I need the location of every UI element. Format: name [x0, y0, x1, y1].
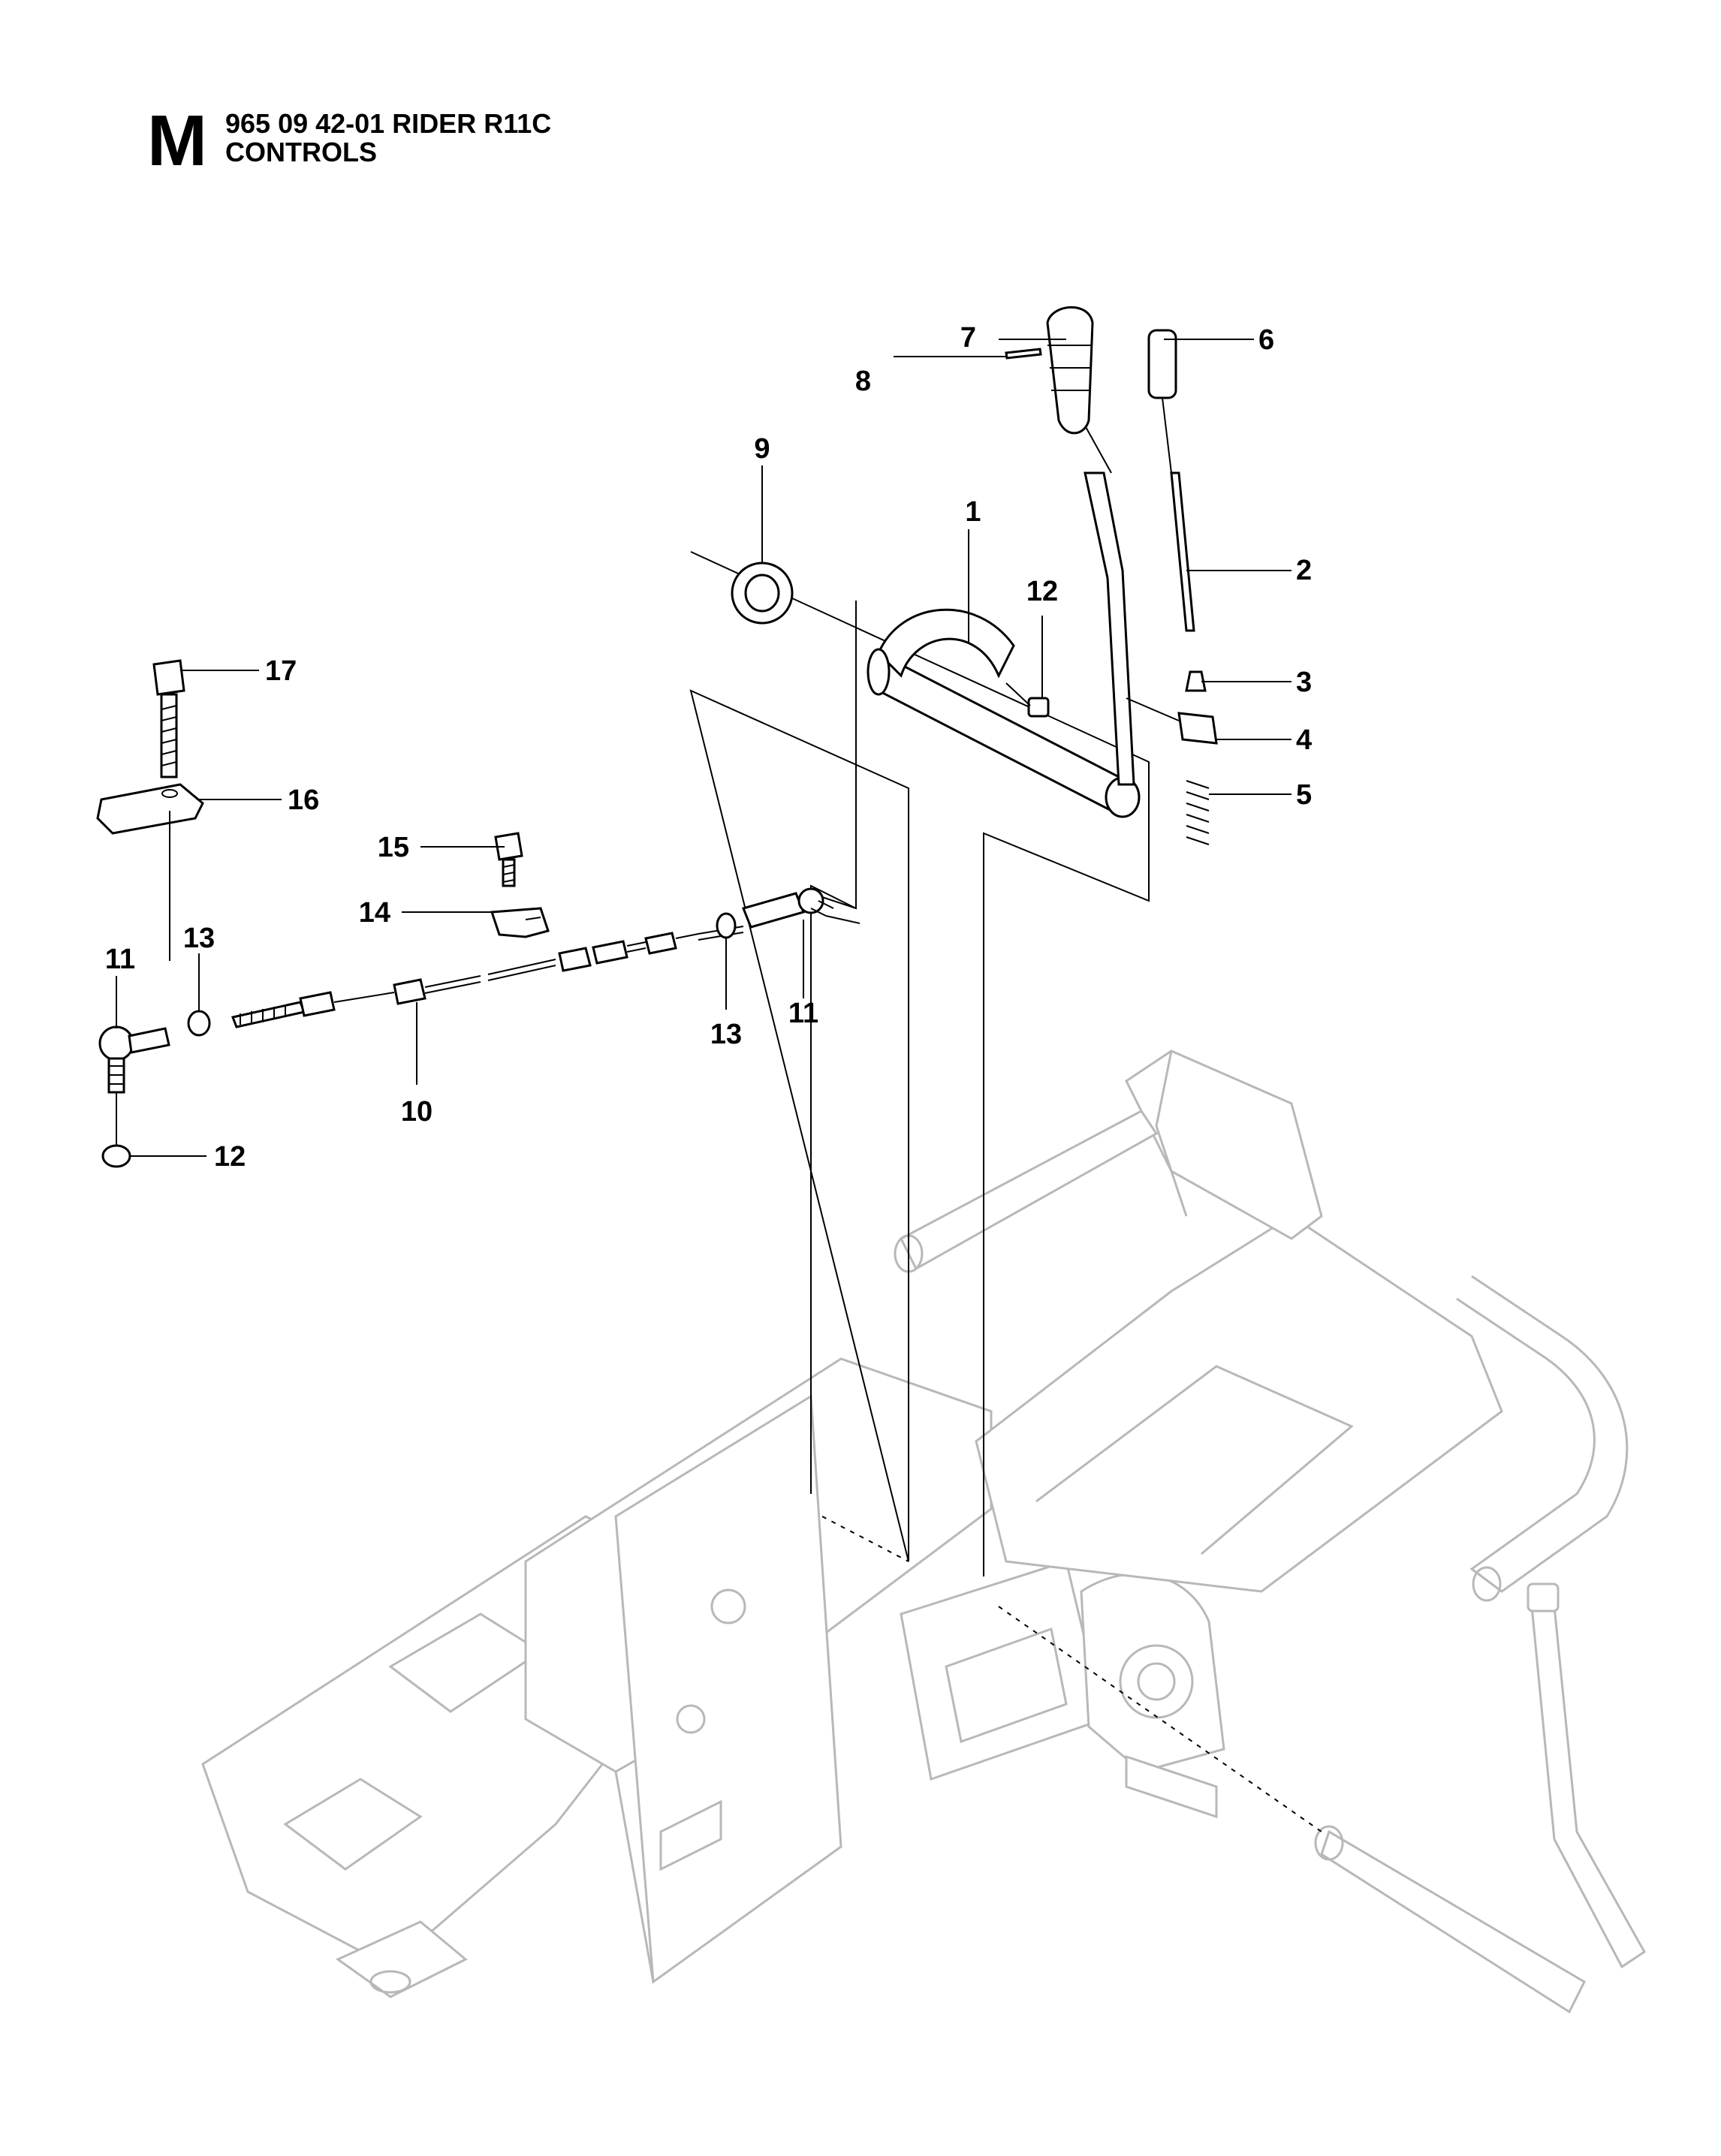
seat-mount: [1125, 1049, 1323, 1240]
nut-left: [187, 1010, 211, 1037]
chassis-box: [614, 1394, 842, 1984]
bushing: [731, 562, 794, 625]
callout-7: 7: [960, 322, 976, 354]
callout-13-left: 13: [183, 923, 215, 954]
nut-right: [716, 912, 737, 939]
callout-4: 4: [1296, 724, 1312, 756]
alignment-line: [821, 1516, 1322, 1832]
front-axle-pivot: [336, 1920, 468, 1998]
shift-loop: [877, 608, 1015, 679]
section-letter: M: [147, 101, 207, 181]
callout-16: 16: [288, 784, 319, 816]
tractor-frame: [201, 1049, 1646, 2014]
callout-6: 6: [1258, 324, 1274, 356]
rear-frame: [975, 1215, 1503, 1593]
pedal-arm: [1530, 1605, 1646, 1969]
gearbox-plate: [1080, 1573, 1225, 1773]
ball-joint-left: [98, 1025, 170, 1094]
callout-12-upper: 12: [1026, 576, 1058, 607]
callout-2: 2: [1296, 555, 1312, 586]
callout-11-right: 11: [788, 998, 818, 1029]
callout-9: 9: [754, 433, 770, 465]
axle-shaft: [1125, 1754, 1218, 1819]
model-line: 965 09 42-01 RIDER R11C: [225, 108, 552, 139]
callout-5: 5: [1296, 779, 1312, 811]
lever-bracket: [1177, 712, 1218, 745]
cutting-height-lever: [1126, 329, 1218, 845]
set-screw-upper: [1005, 682, 1050, 718]
callout-12-lower: 12: [214, 1141, 246, 1173]
callout-13-right: 13: [710, 1019, 742, 1050]
shift-shaft: [867, 608, 1141, 818]
cable-clamp-14: [490, 832, 550, 938]
callout-8: 8: [855, 366, 871, 397]
callout-11-left: 11: [105, 944, 135, 975]
callout-1: 1: [965, 496, 981, 528]
callout-3: 3: [1296, 667, 1312, 698]
control-cable: [231, 926, 744, 1028]
callout-17: 17: [265, 655, 297, 687]
ball-joint-right: [741, 887, 860, 929]
lever-knob: [1046, 306, 1094, 435]
pivot-bracket: [900, 1560, 1105, 1781]
clamp-16: [96, 783, 204, 961]
pedal-shaft: [1320, 1829, 1586, 2014]
lever-cap: [1185, 670, 1207, 692]
callout-15: 15: [378, 832, 409, 863]
assembly-leader-outline: [689, 551, 1150, 1576]
callouts: 1 2 3 4 5 6 7 8 9 10 11 11 12 12 13 13 1…: [105, 322, 1312, 1173]
callout-14: 14: [359, 897, 390, 929]
spring: [1186, 780, 1210, 845]
nut-lower: [101, 1092, 131, 1168]
gear-lever: [1005, 306, 1135, 786]
callout-10: 10: [401, 1096, 433, 1128]
section-title: CONTROLS: [225, 137, 377, 167]
tube-rail-right: [1456, 1275, 1629, 1593]
tube-rail-left: [900, 1110, 1159, 1271]
bolt-17: [152, 659, 185, 778]
